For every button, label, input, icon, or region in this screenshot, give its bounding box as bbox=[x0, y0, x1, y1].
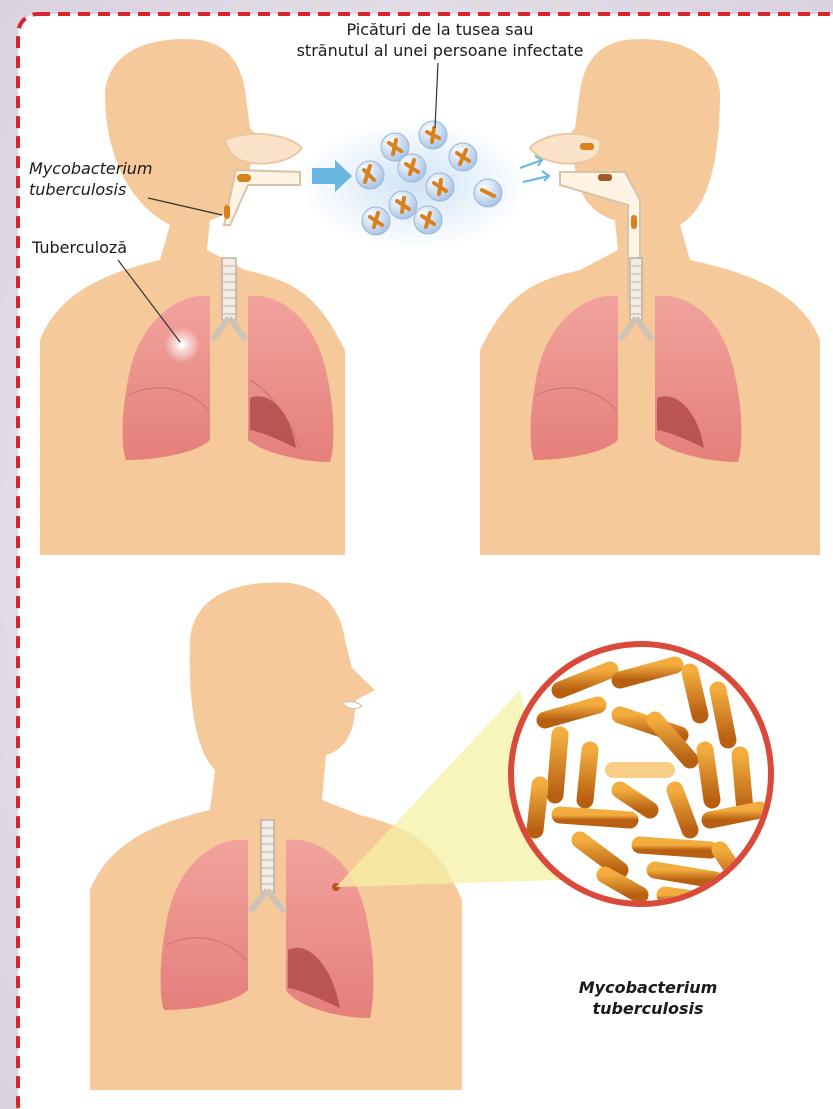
bacterium-rod bbox=[640, 845, 710, 850]
highlighted-bacterium bbox=[605, 762, 675, 778]
bacterium-rod bbox=[718, 690, 728, 740]
droplets-label: Picături de la tusea sau strănutul al un… bbox=[250, 19, 630, 61]
bacterium-rod bbox=[705, 750, 712, 800]
bacterium-label-top: Mycobacterium tuberculosis bbox=[29, 158, 152, 200]
bacterium-rod bbox=[740, 755, 745, 810]
bacterium-label-bottom-line1: Mycobacterium bbox=[528, 977, 768, 998]
bacterium-rod bbox=[655, 870, 715, 880]
receiver-bacterium-throat bbox=[631, 215, 637, 229]
receiver-bacterium-airway bbox=[598, 174, 612, 181]
bacterium-rod bbox=[690, 672, 700, 715]
droplets-label-line1: Picături de la tusea sau bbox=[250, 19, 630, 40]
bacterium-label-bottom: Mycobacterium tuberculosis bbox=[528, 977, 768, 1019]
bacterium-rod bbox=[535, 785, 540, 830]
lower-trachea bbox=[261, 820, 274, 892]
bacterium-label-bottom-line2: tuberculosis bbox=[528, 998, 768, 1019]
disease-label: Tuberculoză bbox=[32, 237, 127, 258]
receiver-trachea bbox=[630, 258, 642, 320]
bacterium-rod bbox=[555, 735, 560, 795]
bacterium-rod bbox=[710, 810, 760, 820]
receiver-bacterium-nose bbox=[580, 143, 594, 150]
bacteria-magnified-view bbox=[511, 644, 771, 904]
bacterium-rod bbox=[560, 815, 630, 820]
bacterium-rod bbox=[585, 750, 590, 800]
bacterium-in-airway bbox=[237, 174, 251, 182]
tuberculosis-lesion-dot bbox=[179, 342, 185, 348]
droplets-label-line2: strănutul al unei persoane infectate bbox=[250, 40, 630, 61]
bacterium-label-top-line1: Mycobacterium bbox=[29, 158, 152, 179]
bacterium-label-top-line2: tuberculosis bbox=[29, 179, 152, 200]
trachea bbox=[222, 258, 236, 320]
bacterium-in-throat bbox=[224, 205, 230, 219]
